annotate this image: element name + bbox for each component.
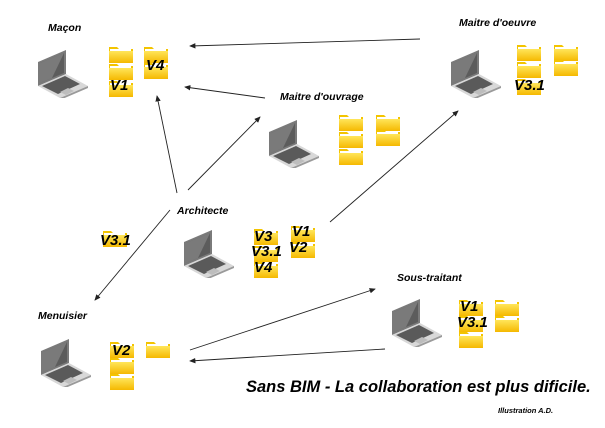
laptop-icon-maitre-oeuvre	[445, 48, 503, 100]
version-label: V3.1	[251, 243, 282, 260]
folder-icon	[145, 339, 171, 359]
folder-icon	[253, 259, 279, 279]
version-label: V3.1	[457, 314, 488, 331]
folder-icon	[516, 76, 542, 96]
folder-icon	[108, 78, 134, 98]
arrow-architecte-to-maitre-ouvrage	[187, 116, 261, 191]
actor-label-maitre-ouvrage: Maitre d'ouvrage	[280, 91, 364, 103]
diagram-title: Sans BIM - La collaboration est plus dif…	[246, 378, 591, 396]
folder-icon	[109, 339, 135, 359]
arrow-maitre-oeuvre-to-macon	[189, 38, 421, 49]
folder-icon	[553, 57, 579, 77]
version-label: V1	[460, 298, 479, 315]
folder-icon	[338, 146, 364, 166]
laptop-icon-maitre-ouvrage	[263, 118, 321, 170]
illustration-credit: Illustration A.D.	[498, 406, 554, 415]
version-label: V3	[254, 228, 273, 245]
folder-icon	[458, 329, 484, 349]
laptop-icon-architecte	[178, 228, 236, 280]
floating-folder-icon	[102, 228, 128, 248]
arrow-architecte-to-maitre-oeuvre	[329, 110, 459, 223]
folder-icon	[338, 129, 364, 149]
floating-version-label: V3.1	[100, 232, 131, 249]
folder-icon	[516, 59, 542, 79]
folder-icon	[143, 44, 169, 64]
actor-label-architecte: Architecte	[177, 205, 229, 217]
folder-icon	[290, 239, 316, 259]
folder-icon	[143, 60, 169, 80]
actor-label-sous-traitant: Sous-traitant	[397, 272, 462, 284]
laptop-icon-macon	[32, 48, 90, 100]
folder-icon	[338, 112, 364, 132]
arrow-architecte-to-menuisier	[94, 209, 171, 301]
folder-icon	[290, 223, 316, 243]
folder-icon	[375, 127, 401, 147]
folder-icon	[253, 226, 279, 246]
arrow-architecte-to-macon	[155, 95, 178, 194]
arrow-maitre-ouvrage-to-macon	[184, 85, 266, 99]
actor-label-maitre-oeuvre: Maitre d'oeuvre	[459, 17, 537, 29]
folder-icon	[516, 42, 542, 62]
folder-icon	[109, 371, 135, 391]
folder-icon	[108, 44, 134, 64]
arrow-menuisier-to-sous-traitant	[189, 288, 376, 351]
version-label: V4	[254, 259, 273, 276]
actor-label-macon: Maçon	[48, 22, 82, 34]
version-label: V1	[110, 77, 129, 94]
version-label: V2	[289, 239, 308, 256]
arrow-sous-traitant-to-menuisier	[189, 348, 386, 364]
folder-icon	[458, 297, 484, 317]
folder-icon	[253, 243, 279, 263]
version-label: V4	[146, 57, 165, 74]
version-label: V1	[292, 223, 311, 240]
folder-icon	[458, 313, 484, 333]
laptop-icon-sous-traitant	[386, 297, 444, 349]
version-label: V2	[112, 342, 131, 359]
laptop-icon-menuisier	[35, 337, 93, 389]
folder-icon	[375, 112, 401, 132]
folder-icon	[553, 42, 579, 62]
version-label: V3.1	[514, 77, 545, 94]
folder-icon	[109, 355, 135, 375]
folder-icon	[494, 297, 520, 317]
folder-icon	[494, 313, 520, 333]
folder-icon	[108, 61, 134, 81]
actor-label-menuisier: Menuisier	[38, 310, 88, 322]
